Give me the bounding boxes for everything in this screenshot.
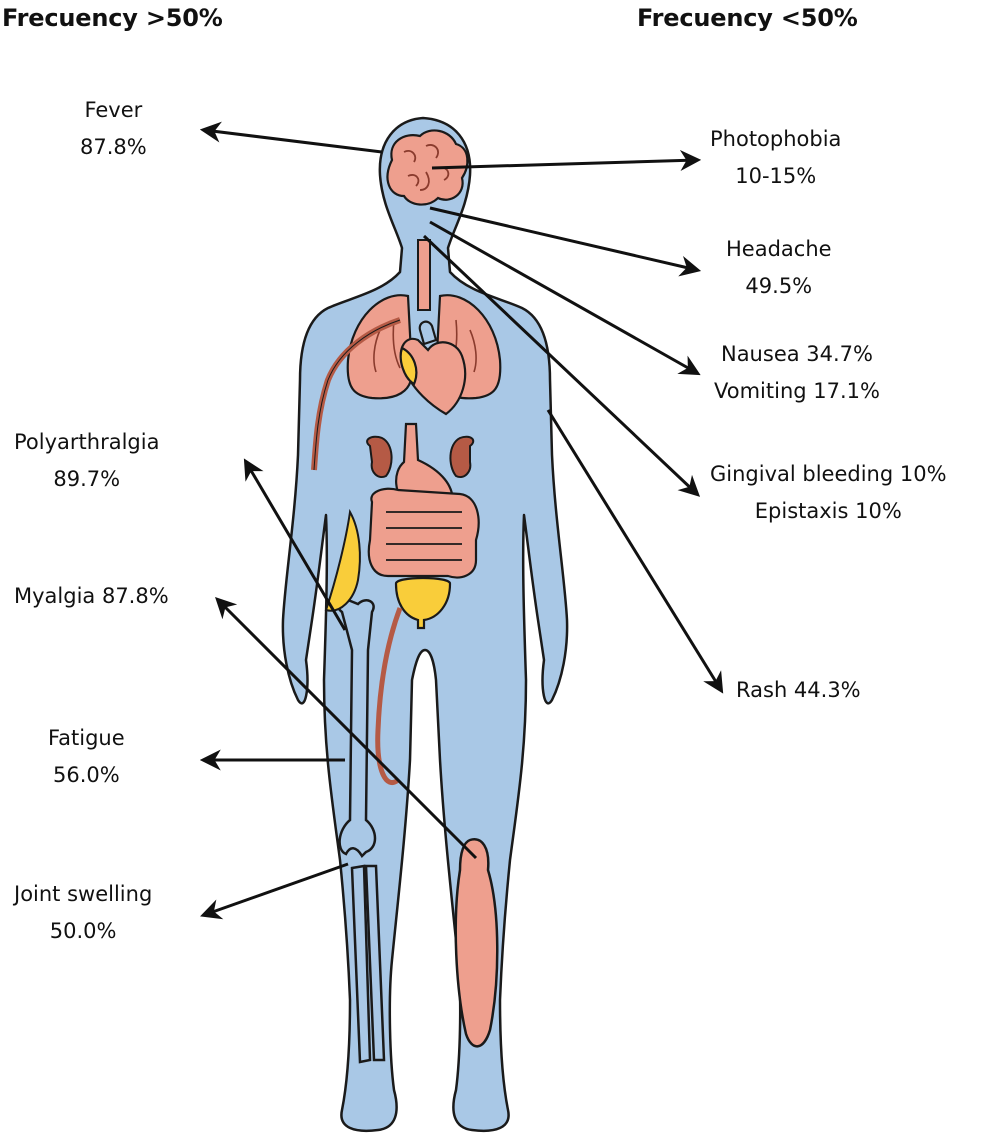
symptom-value: 49.5% — [745, 274, 813, 298]
brain — [386, 129, 469, 206]
arrow-headache — [429, 206, 702, 277]
label-fever: Fever 87.8% — [80, 92, 147, 166]
symptom-name: Headache — [726, 237, 832, 261]
label-polyarthralgia: Polyarthralgia 89.7% — [14, 424, 159, 498]
hip-fat — [324, 508, 361, 612]
arrows-right — [422, 150, 724, 694]
arrow-myalgia — [215, 597, 478, 860]
arrow-polyarthralgia — [243, 458, 347, 631]
calf-muscle — [454, 838, 499, 1048]
symptom-value: Vomiting 17.1% — [714, 379, 880, 403]
esophagus — [417, 239, 431, 311]
symptom-value: 87.8% — [80, 135, 147, 159]
symptom-value: 89.7% — [53, 467, 121, 491]
arrow-photophobia — [431, 150, 702, 172]
header-frequency-high: Frecuency >50% — [2, 4, 223, 32]
arrow-rash — [546, 409, 724, 694]
symptom-value: Epistaxis 10% — [754, 499, 902, 523]
symptom-name: Fever — [84, 98, 143, 122]
arrow-joint-swelling — [200, 862, 349, 920]
label-myalgia: Myalgia 87.8% — [14, 578, 169, 615]
symptom-name: Nausea 34.7% — [720, 342, 873, 366]
label-gingival-epistaxis: Gingival bleeding 10% Epistaxis 10% — [710, 456, 947, 530]
intestines — [367, 487, 480, 579]
leg-blood-vessel — [375, 607, 403, 785]
label-headache: Headache 49.5% — [726, 231, 832, 305]
symptom-name: Joint swelling — [14, 882, 153, 906]
label-photophobia: Photophobia 10-15% — [710, 121, 841, 195]
arrow-bleeding — [422, 234, 701, 497]
symptom-name: Fatigue — [48, 726, 125, 750]
heart — [399, 320, 467, 416]
symptom-name: Rash 44.3% — [736, 678, 861, 702]
symptom-name: Myalgia 87.8% — [14, 584, 169, 608]
symptom-name: Polyarthralgia — [14, 430, 160, 454]
symptom-value: 56.0% — [52, 763, 120, 787]
symptom-value: 10-15% — [735, 164, 817, 188]
label-rash: Rash 44.3% — [736, 672, 861, 709]
kidneys — [366, 435, 475, 478]
label-joint-swelling: Joint swelling 50.0% — [14, 876, 152, 950]
label-nausea-vomiting: Nausea 34.7% Vomiting 17.1% — [714, 336, 880, 410]
arrow-fever — [199, 121, 383, 154]
label-fatigue: Fatigue 56.0% — [48, 720, 125, 794]
arrows-left — [199, 121, 478, 920]
symptom-name: Photophobia — [710, 127, 842, 151]
symptom-value: 50.0% — [49, 919, 117, 943]
leg-bones — [336, 597, 386, 1064]
arrow-nausea — [429, 220, 701, 376]
bladder — [394, 576, 452, 630]
symptom-name: Gingival bleeding 10% — [710, 462, 947, 486]
header-frequency-low: Frecuency <50% — [637, 4, 858, 32]
